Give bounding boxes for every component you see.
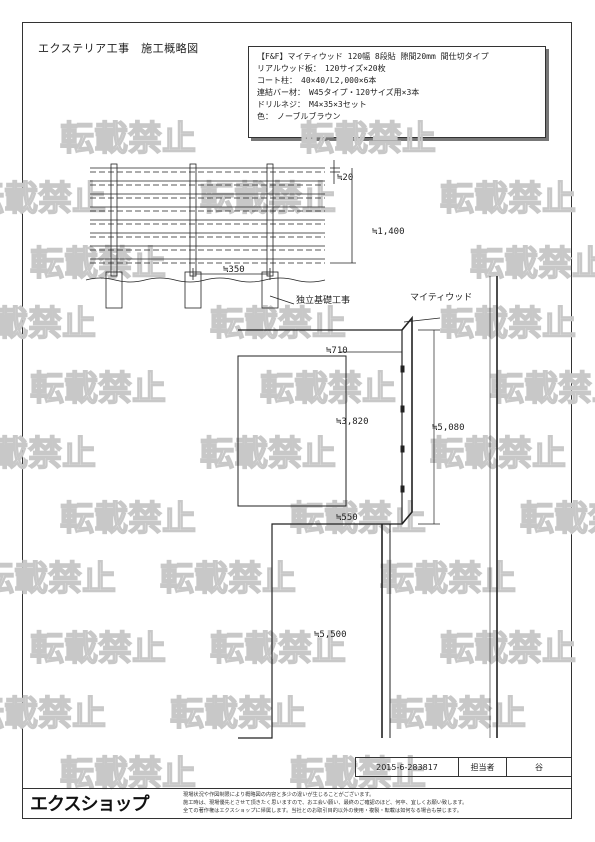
watermark-text: 転載禁止 [260, 369, 396, 409]
leader-line [269, 295, 295, 305]
watermark-text: 転載禁止 [0, 179, 106, 219]
spec-box: 【F&F】マイティウッド 120幅 8段貼 隙間20mm 間仕切タイプ リアルウ… [248, 46, 546, 138]
dim-spacing-label: ≒350 [223, 265, 245, 275]
watermark-text: 転載禁止 [170, 694, 306, 734]
watermark-text: 転載禁止 [290, 754, 426, 794]
watermark-text: 転載禁止 [210, 629, 346, 669]
watermark-layer: 転載禁止 転載禁止 転載禁止 転載禁止 転載禁止 転載禁止 転載禁止 転載禁止 … [0, 118, 595, 794]
watermark-text: 転載禁止 [200, 179, 336, 219]
doc-number: 2015-6-283817 [356, 758, 459, 776]
watermark-text: 転載禁止 [0, 559, 116, 599]
page-title: エクステリア工事 施工概略図 [38, 42, 199, 55]
fence-post-marker [400, 485, 405, 493]
watermark-text: 転載禁止 [0, 434, 96, 474]
watermark-text: 転載禁止 [60, 499, 196, 539]
notice-line: 全ての著作権はエクスショップに帰属します。当社とのお取引目的以外の使用・複製・転… [183, 808, 462, 814]
dim-bottom-label: ≒5,500 [314, 630, 347, 640]
watermark-text: 転載禁止 [60, 754, 196, 794]
plan-outline-outer [238, 329, 403, 739]
footer-notice: 現場状況や作図制限により概略図の内容と多少の違いが生じることがございます。 施工… [183, 791, 568, 815]
product-label: マイティウッド [410, 292, 472, 303]
spec-line-color: 色： ノーブルブラウン [257, 112, 341, 121]
dim-step-label: ≒550 [336, 513, 358, 523]
notice-line: 現場状況や作図制限により概略図の内容と多少の違いが生じることがございます。 [183, 792, 375, 798]
plan-building [237, 355, 347, 507]
watermark-text: 転載禁止 [30, 629, 166, 669]
spec-line-boards: リアルウッド板： 120サイズ×20枚 [257, 64, 386, 73]
fence-boards [90, 167, 325, 264]
dim-top-label: ≒710 [326, 346, 348, 356]
foundation-block [105, 271, 123, 309]
fence-elevation [85, 160, 356, 309]
watermark-text: 転載禁止 [300, 119, 436, 159]
dim-right-label: ≒5,080 [432, 423, 465, 433]
watermark-text: 転載禁止 [470, 244, 595, 284]
watermark-text: 転載禁止 [60, 119, 196, 159]
watermark-text: 転載禁止 [440, 629, 576, 669]
watermark-text: 転載禁止 [440, 179, 576, 219]
site-plan [237, 276, 498, 739]
fence-plan-line [401, 315, 413, 525]
watermark-text: 転載禁止 [520, 499, 595, 539]
spec-line-bars: 連結バー材： W45タイプ・120サイズ用×3本 [257, 88, 420, 97]
foundation-label: 独立基礎工事 [296, 294, 350, 306]
spec-line-posts: コート柱： 40×40/L2,000×6本 [257, 76, 377, 85]
watermark-text: 転載禁止 [0, 694, 106, 734]
spec-line-screws: ドリルネジ： M4×35×3セット [257, 100, 367, 109]
watermark-text: 転載禁止 [210, 304, 346, 344]
fence-post-marker [400, 445, 405, 453]
fence-post-marker [400, 365, 405, 373]
watermark-text: 転載禁止 [0, 304, 96, 344]
notice-line: 施工時は、現場優先とさせて頂きたく思いますので、お工会い願い、最終のご確認のほど… [183, 800, 468, 806]
watermark-text: 転載禁止 [380, 559, 516, 599]
watermark-text: 転載禁止 [160, 559, 296, 599]
watermark-text: 転載禁止 [290, 499, 426, 539]
leader-line [403, 317, 441, 323]
title-block: 2015-6-283817 担当者 谷 [355, 757, 572, 777]
dim-left-label: ≒3,820 [336, 417, 369, 427]
watermark-text: 転載禁止 [490, 369, 595, 409]
watermark-text: 転載禁止 [390, 694, 526, 734]
watermark-text: 転載禁止 [440, 304, 576, 344]
person-name: 谷 [535, 762, 543, 772]
drawing-frame [22, 22, 572, 819]
dim-height-label: ≒1,400 [372, 227, 405, 237]
fence-post-marker [400, 405, 405, 413]
person-label: 担当者 [459, 758, 507, 776]
spec-line-product: 【F&F】マイティウッド 120幅 8段貼 隙間20mm 間仕切タイプ [257, 52, 489, 61]
watermark-text: 転載禁止 [430, 434, 566, 474]
watermark-text: 転載禁止 [200, 434, 336, 474]
ground-line [85, 277, 326, 283]
dim-gap-label: ≒20 [337, 173, 353, 183]
company-logo: エクスショップ [30, 794, 149, 815]
footer-bar [22, 788, 572, 819]
watermark-text: 転載禁止 [30, 369, 166, 409]
fence-post [110, 163, 118, 277]
